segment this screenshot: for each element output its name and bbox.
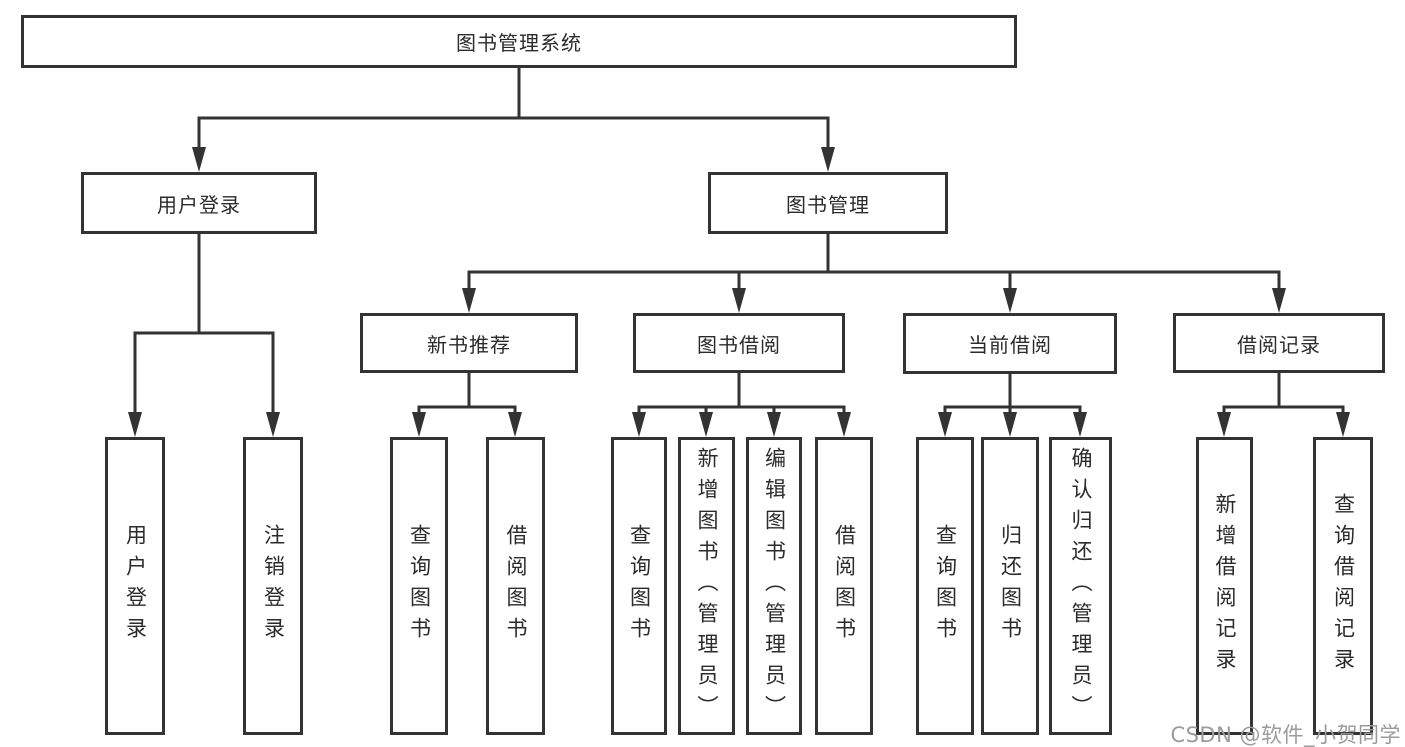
leaf-add-borrow-record: 新增借阅记录 xyxy=(1196,437,1253,735)
arrowhead-down-icon xyxy=(1003,288,1017,313)
node-label: 图书管理系统 xyxy=(456,31,582,55)
leaf-return-books: 归还图书 xyxy=(981,437,1039,735)
arrowhead-down-icon xyxy=(128,412,142,437)
leaf-query-borrow-record: 查询借阅记录 xyxy=(1313,437,1373,735)
node-label: 确认归还（管理员） xyxy=(1069,446,1093,726)
node-book-management: 图书管理 xyxy=(708,172,948,234)
node-label: 注销登录 xyxy=(261,524,286,648)
arrowhead-down-icon xyxy=(1073,412,1087,437)
leaf-borrow-books-2: 借阅图书 xyxy=(815,437,873,735)
node-label: 图书借阅 xyxy=(697,332,781,357)
node-user-login: 用户登录 xyxy=(81,172,317,234)
node-new-book-recommendation: 新书推荐 xyxy=(360,313,578,373)
arrowhead-down-icon xyxy=(192,147,206,172)
arrowhead-down-icon xyxy=(938,412,952,437)
node-label: 当前借阅 xyxy=(968,333,1052,357)
watermark: CSDN @软件_小贺同学 xyxy=(1170,723,1401,747)
node-label: 查询借阅记录 xyxy=(1331,493,1356,679)
arrowhead-down-icon xyxy=(412,412,426,437)
arrowhead-down-icon xyxy=(632,412,646,437)
node-label: 编辑图书（管理员） xyxy=(762,446,787,726)
node-book-borrowing: 图书借阅 xyxy=(633,313,845,373)
leaf-confirm-return-admin: 确认归还（管理员） xyxy=(1049,437,1112,735)
arrowhead-down-icon xyxy=(767,412,781,437)
node-library-management-system: 图书管理系统 xyxy=(21,15,1017,68)
leaf-query-books-2: 查询图书 xyxy=(611,437,667,735)
leaf-user-login: 用户登录 xyxy=(105,437,165,735)
node-label: 借阅图书 xyxy=(504,524,528,648)
leaf-logout: 注销登录 xyxy=(243,437,303,735)
node-label: 用户登录 xyxy=(157,192,241,217)
arrowhead-down-icon xyxy=(1217,412,1231,437)
leaf-add-books-admin: 新增图书（管理员） xyxy=(678,437,735,735)
node-label: 借阅记录 xyxy=(1237,332,1321,357)
arrowhead-down-icon xyxy=(1272,288,1286,313)
arrowhead-down-icon xyxy=(699,412,713,437)
leaf-query-books-1: 查询图书 xyxy=(390,437,448,735)
arrowhead-down-icon xyxy=(837,412,851,437)
node-label: 图书管理 xyxy=(786,192,870,217)
node-label: 新增图书（管理员） xyxy=(695,446,719,726)
arrowhead-down-icon xyxy=(508,412,522,437)
node-label: 新增借阅记录 xyxy=(1213,493,1237,679)
arrowhead-down-icon xyxy=(266,412,280,437)
arrowhead-down-icon xyxy=(821,147,835,172)
node-label: 查询图书 xyxy=(933,524,958,648)
arrowhead-down-icon xyxy=(1003,412,1017,437)
arrowhead-down-icon xyxy=(732,288,746,313)
node-label: 查询图书 xyxy=(407,524,432,648)
node-label: 新书推荐 xyxy=(427,332,511,357)
arrowhead-down-icon xyxy=(1336,412,1350,437)
leaf-query-books-3: 查询图书 xyxy=(916,437,974,735)
node-label: 归还图书 xyxy=(998,524,1023,648)
node-label: 用户登录 xyxy=(123,524,148,648)
leaf-borrow-books-1: 借阅图书 xyxy=(486,437,545,735)
node-label: 借阅图书 xyxy=(832,524,857,648)
node-label: 查询图书 xyxy=(627,524,652,648)
node-borrowing-records: 借阅记录 xyxy=(1173,313,1385,373)
arrowhead-down-icon xyxy=(462,288,476,313)
leaf-edit-books-admin: 编辑图书（管理员） xyxy=(746,437,802,735)
node-current-borrowing: 当前借阅 xyxy=(903,313,1117,374)
